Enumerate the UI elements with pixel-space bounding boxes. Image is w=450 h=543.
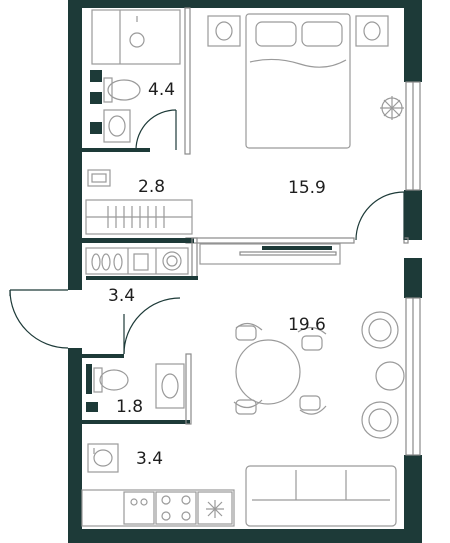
- interior-walls: [82, 7, 409, 425]
- living-room: [233, 311, 405, 527]
- hallway-lower: [9, 247, 189, 355]
- outer-walls: [68, 0, 422, 543]
- area-label-toilet: 1.8: [116, 397, 143, 417]
- area-label-hallway-lower: 3.4: [108, 286, 135, 306]
- area-label-living-room: 19.6: [288, 315, 326, 335]
- hallway-upper: [85, 169, 193, 235]
- bedroom: [199, 13, 405, 265]
- kitchen: [81, 443, 235, 527]
- toilet: [86, 363, 185, 412]
- windows: [405, 81, 421, 456]
- area-label-bedroom: 15.9: [288, 178, 326, 198]
- area-label-bathroom: 4.4: [148, 80, 175, 100]
- area-label-kitchen: 3.4: [136, 449, 163, 469]
- area-label-hallway-upper: 2.8: [138, 177, 165, 197]
- bathroom: [90, 9, 181, 151]
